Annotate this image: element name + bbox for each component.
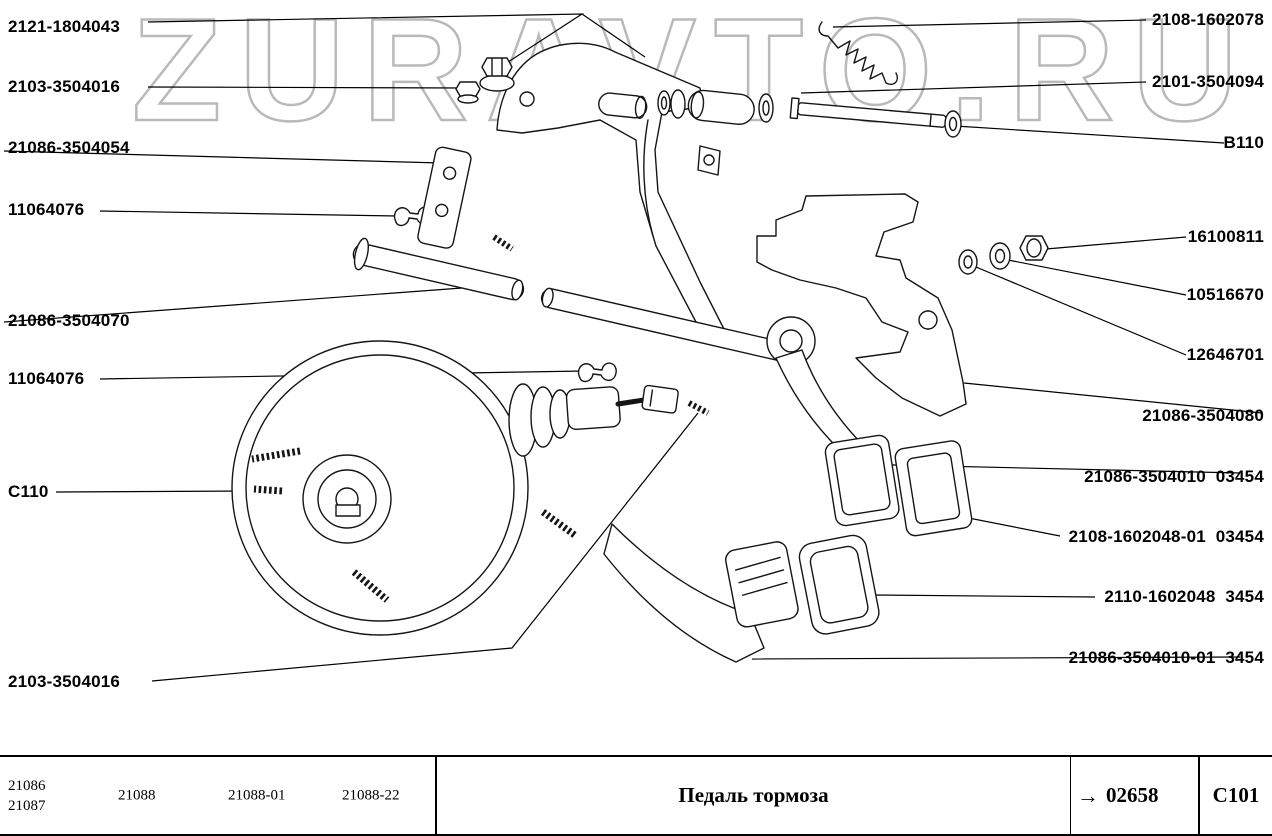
pedal-mount-bracket (756, 193, 967, 417)
arrow-icon: → (1077, 782, 1099, 808)
brake-booster (231, 340, 579, 636)
model-codes-cell: 21086 21087 21088 21088-01 21088-22 (0, 757, 437, 834)
pedal-shaft (352, 237, 525, 301)
retaining-clip (577, 362, 617, 383)
model-code: 21088 (118, 787, 156, 803)
part-number-label: 2101-3504094 (1151, 72, 1264, 91)
lower-pedal (603, 523, 799, 663)
model-code: 21087 (8, 797, 46, 814)
pedal-hub-bore (779, 329, 803, 353)
part-number-label: 2110-1602048 3454 (1104, 587, 1264, 606)
model-code: 21088-22 (342, 787, 400, 803)
part-number-label: 21086-3504080 (1142, 406, 1264, 425)
watermark-text: ZURAVTO.RU (132, 0, 1256, 151)
washer-nut-set (958, 235, 1049, 275)
pedal-bracket (496, 42, 727, 342)
leader-lines (3, 13, 1263, 682)
part-number-label: 16100811 (1187, 227, 1264, 246)
model-code: 21086 (8, 777, 46, 794)
figure-title: Педаль тормоза (678, 783, 829, 807)
part-number-label: 21086-3504070 (8, 311, 130, 330)
return-spring (818, 21, 898, 85)
pivot-sleeve (540, 287, 787, 361)
brake-pedal (775, 349, 900, 527)
part-number-label: 21086-3504010-01 3454 (1068, 648, 1264, 667)
model-code: 21088-01 (228, 787, 286, 803)
part-number-label: 10516670 (1186, 285, 1264, 304)
part-number-label: 21086-3504054 (8, 138, 130, 157)
switch-plate (417, 146, 472, 249)
footer-bar: 21086 21087 21088 21088-01 21088-22 Педа… (0, 755, 1272, 836)
model-code-stack: 21086 21087 (8, 775, 46, 816)
page-number-cell: → 02658 (1070, 757, 1198, 834)
rubber-pad (798, 534, 880, 635)
part-number-label: 2121-1804043 (8, 17, 121, 36)
part-number-label: 2103-3504016 (8, 77, 121, 96)
part-number-label: 2108-1602078 (1151, 10, 1264, 29)
part-number-label: 11064076 (8, 200, 85, 219)
part-number-label: 11064076 (8, 369, 85, 388)
part-number-label: 2103-3504016 (8, 672, 121, 691)
small-pin (492, 234, 514, 252)
part-number-label: C110 (8, 482, 49, 501)
booster-pushrod (508, 383, 710, 457)
pedal-pad-frame (894, 440, 973, 537)
part-number-label: B110 (1223, 133, 1264, 152)
bracket-bolt (455, 57, 515, 104)
pivot-pin-assembly (598, 89, 962, 138)
part-number-label: 21086-3504010 03454 (1084, 467, 1264, 486)
part-number-label: 2108-1602048-01 03454 (1068, 527, 1264, 546)
part-number-label: 12646701 (1186, 345, 1264, 364)
page-number: 02658 (1106, 783, 1159, 807)
diagram-canvas: ZURAVTO.RU (3, 0, 1263, 682)
section-code: C101 (1198, 757, 1272, 834)
